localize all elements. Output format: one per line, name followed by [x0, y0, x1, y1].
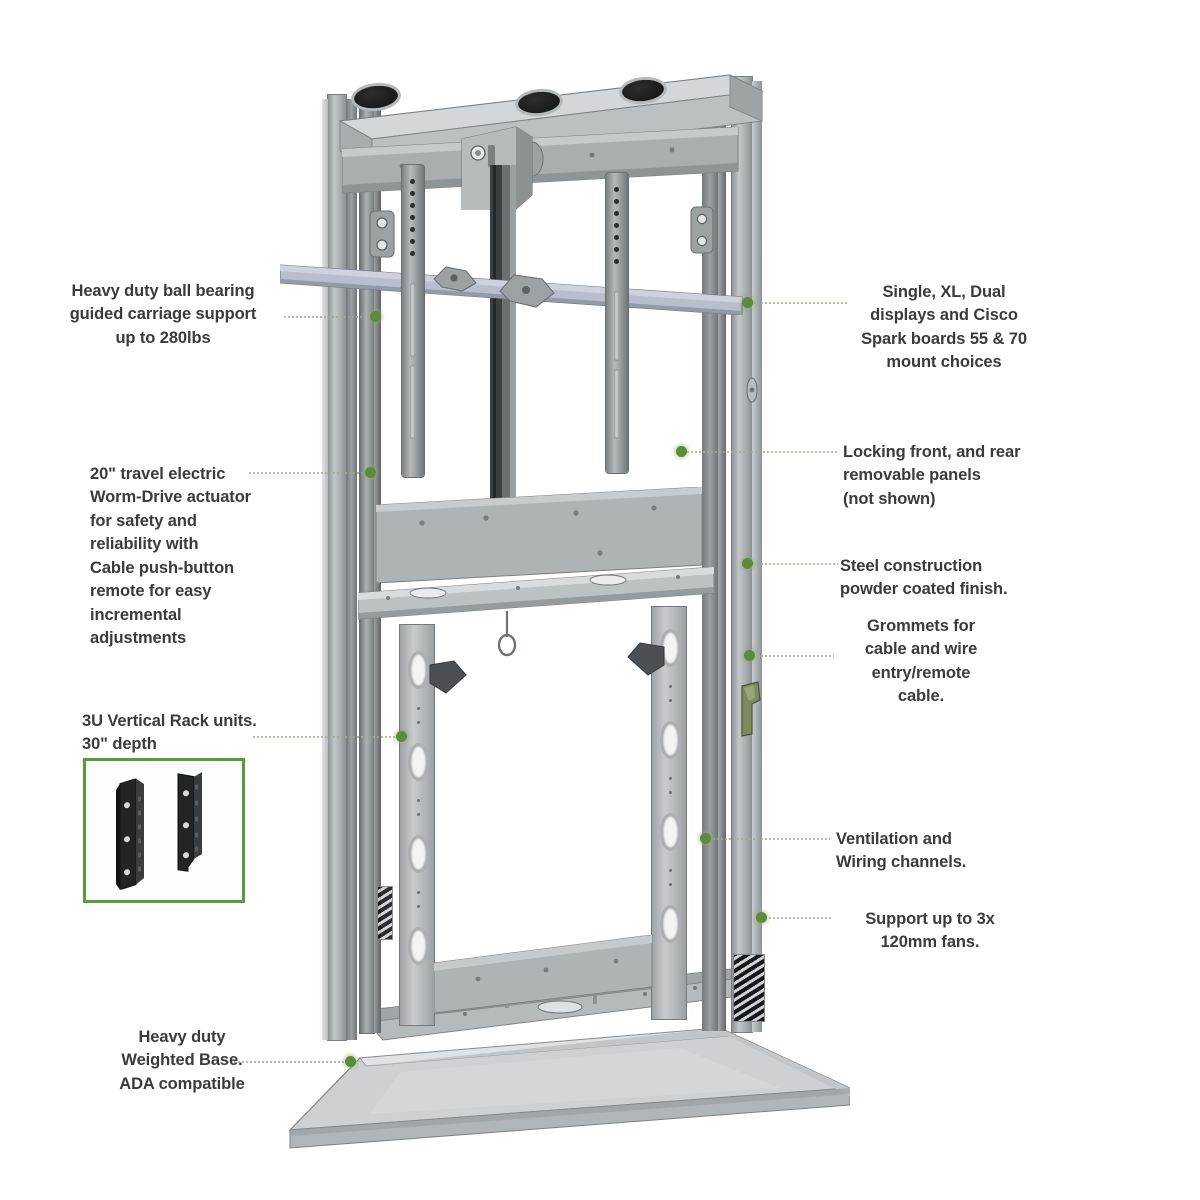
- carriage-clamp-right: [498, 271, 556, 311]
- callout-dot-weighted-base: [345, 1056, 356, 1067]
- mid-shelf-crossbar: [357, 566, 718, 627]
- right-inner-guide-rail: [702, 91, 718, 1031]
- vent-hole-left-4: [410, 929, 427, 963]
- leader-display-mounts: [752, 302, 847, 304]
- callout-grommets: Grommets for cable and wire entry/remote…: [864, 617, 978, 706]
- left-column-edge-highlight: [322, 99, 328, 1040]
- weighted-base: [250, 1010, 853, 1160]
- fan-vent-louvers-left: [378, 887, 392, 939]
- leader-locking-panels: [686, 451, 838, 453]
- rack-rail-bracket-1: [114, 777, 146, 891]
- left-outer-column: [328, 95, 346, 1040]
- right-guide-rail-track: [718, 89, 726, 1031]
- callout-fan-support: Support up to 3x 120mm fans.: [865, 910, 995, 952]
- top-cross-beam: [341, 126, 742, 197]
- callout-dot-steel-construction: [742, 558, 753, 569]
- display-lift-cabinet-illustration: [250, 55, 853, 1160]
- vent-hole-left-2: [410, 745, 427, 779]
- vent-hole-right-2: [662, 723, 679, 757]
- right-outer-column: [732, 77, 752, 1032]
- callout-dot-grommets: [744, 650, 755, 661]
- vent-hole-right-4: [662, 907, 679, 941]
- carriage-clamp-left: [432, 263, 478, 295]
- callout-weighted-base: Heavy duty Weighted Base. ADA compatible: [119, 1028, 245, 1093]
- leader-actuator: [248, 472, 370, 474]
- vent-hole-left-3: [410, 837, 427, 871]
- lower-back-panel: [433, 934, 656, 1014]
- callout-carriage-support: Heavy duty ball bearing guided carriage …: [69, 282, 257, 347]
- leader-grommets: [756, 655, 834, 657]
- callout-dot-rack-units: [396, 731, 407, 742]
- vent-hole-left-1: [410, 653, 427, 687]
- callout-ventilation: Ventilation and Wiring channels.: [836, 830, 967, 872]
- leader-weighted-base: [233, 1061, 349, 1063]
- worm-drive-actuator-column: [486, 165, 520, 545]
- callout-dot-locking-panels: [676, 446, 687, 457]
- rack-rail-inset-box: [83, 758, 245, 903]
- vesa-bracket-arm-right: [606, 173, 628, 473]
- leader-fan-support: [768, 917, 832, 919]
- callout-dot-ventilation: [700, 833, 711, 844]
- left-outer-column-inner-face: [346, 99, 357, 1040]
- vent-hole-right-1: [662, 631, 679, 665]
- right-column-outer-face: [752, 81, 762, 1032]
- leader-carriage-support: [283, 316, 375, 318]
- left-carriage-guide-rail: [360, 103, 374, 1033]
- panel-latch-right: [744, 375, 760, 405]
- vesa-bracket-arm-left: [402, 165, 424, 477]
- rail-mount-tab-right: [626, 641, 666, 681]
- lower-right-rack-rail: [652, 607, 686, 1019]
- fan-vent-louvers-right: [734, 955, 764, 1021]
- mid-back-panel: [375, 486, 706, 584]
- rail-mount-tab-left: [428, 659, 468, 699]
- callout-dot-fan-support: [756, 912, 767, 923]
- cable-hook: [496, 611, 518, 663]
- carriage-bearing-block: [366, 207, 400, 263]
- callout-dot-display-mounts: [742, 297, 753, 308]
- callout-actuator: 20" travel electric Worm-Drive actuator …: [90, 465, 251, 647]
- cable-grommet-fitting: [738, 680, 764, 740]
- carriage-bearing-block-right: [688, 203, 718, 259]
- leader-steel-construction: [752, 563, 838, 565]
- callout-dot-carriage-support: [370, 311, 381, 322]
- callout-dot-actuator: [365, 467, 376, 478]
- vent-hole-right-3: [662, 815, 679, 849]
- leader-ventilation: [712, 838, 830, 840]
- rack-rail-bracket-2: [174, 770, 206, 874]
- leader-rack-units: [252, 736, 400, 738]
- callout-steel-construction: Steel construction powder coated finish.: [840, 557, 1008, 599]
- callout-locking-panels: Locking front, and rear removable panels…: [843, 443, 1021, 508]
- callout-display-mounts: Single, XL, Dual displays and Cisco Spar…: [861, 283, 1027, 372]
- callout-rack-units: 3U Vertical Rack units. 30" depth: [82, 712, 257, 754]
